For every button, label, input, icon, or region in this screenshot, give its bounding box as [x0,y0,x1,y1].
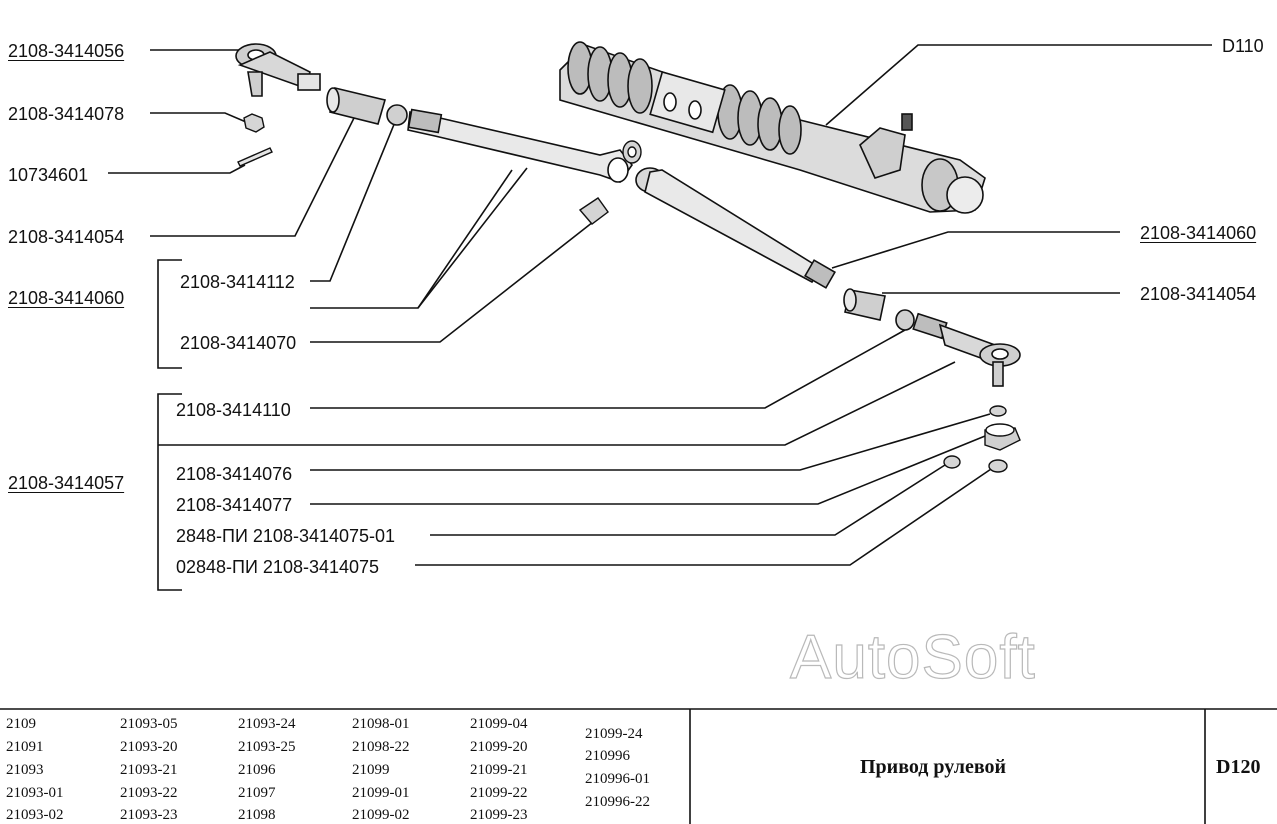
model-code: 21093-25 [238,739,296,755]
part-label: D110 [1222,36,1264,56]
leader-line [415,466,995,566]
sheet-code: D120 [1216,756,1261,778]
part-label: 02848-ПИ 2108-3414075 [176,557,380,577]
part-label: 2108-3414054 [1140,284,1257,304]
model-code: 21096 [238,762,276,778]
part-label: 2108-3414054 [8,227,125,247]
leader-line [310,121,396,282]
part-label: 2108-3414077 [176,495,293,515]
part-label: 2108-3414076 [176,464,293,484]
model-code: 2109 [6,716,36,732]
boot [984,423,1021,451]
model-code: 21099-21 [470,762,528,778]
model-code: 21098 [238,807,276,823]
adjusting-sleeve-left [326,87,408,126]
model-code: 21093-21 [120,762,178,778]
bolt-sleeve [578,197,609,225]
part-label[interactable]: 2108-3414060 [8,288,125,308]
model-code: 21091 [6,739,44,755]
model-code: 21099-23 [470,807,528,823]
leader-line [430,464,946,536]
model-code: 21093-24 [238,716,296,732]
model-code: 21099-01 [352,785,410,801]
model-code: 21099-02 [352,807,410,823]
tie-rod-end-right [912,312,1021,387]
part-label: 2108-3414078 [8,104,125,124]
bracket [157,393,182,591]
model-code: 210996-22 [585,794,650,810]
model-code: 21099-04 [470,716,528,732]
leader-line [310,329,906,409]
leader-line [310,433,991,505]
leader-line [108,164,246,174]
part-label: 2108-3414110 [176,400,291,420]
model-code: 21098-22 [352,739,410,755]
washer [989,405,1007,417]
leader-line [158,361,956,446]
part-label[interactable]: 2108-3414060 [1140,223,1257,243]
assembly-title: Привод рулевой [860,756,1007,778]
leader-line [825,44,1212,126]
model-code: 21097 [238,785,276,801]
leader-line [310,221,594,343]
model-code: 21093-01 [6,785,64,801]
diagram-drawing [108,41,1212,591]
adjusting-sleeve-right [843,288,915,331]
steering-rack [559,41,986,214]
model-code: 21093 [6,762,44,778]
part-label: 2848-ПИ 2108-3414075-01 [176,526,396,546]
part-label[interactable]: 2108-3414057 [8,473,125,493]
nut-small-right [943,455,1008,473]
part-label[interactable]: 2108-3414056 [8,41,125,61]
model-code: 210996 [585,748,630,764]
bracket [157,259,182,369]
model-code: 21093-05 [120,716,178,732]
leader-line [831,231,1120,269]
part-label: 2108-3414112 [180,272,295,292]
model-code: 210996-01 [585,771,650,787]
rubber-bushing [622,140,642,164]
nut-small [243,113,265,133]
model-code: 21099-24 [585,726,643,742]
model-code: 21099-22 [470,785,528,801]
model-code: 21099 [352,762,390,778]
part-label: 10734601 [8,165,89,185]
leader-line [150,115,356,237]
tie-rod-left [407,108,634,183]
cotter-pin [237,147,273,167]
leader-line [310,413,991,471]
tie-rod-right [635,167,836,289]
model-code: 21093-20 [120,739,178,755]
leader-line [417,169,513,309]
title-block-frame [0,708,1277,824]
model-code: 21093-22 [120,785,178,801]
model-code: 21099-20 [470,739,528,755]
model-code: 21098-01 [352,716,410,732]
tie-rod-end-left [235,43,321,97]
leader-line [150,112,247,123]
leader-line [310,167,528,309]
title-block: 2109 21091 21093 21093-01 21093-02 21093… [0,708,1277,824]
model-code: 21093-02 [6,807,64,823]
watermark: AutoSoft [789,622,1036,692]
model-code: 21093-23 [120,807,178,823]
part-label: 2108-3414070 [180,333,297,353]
